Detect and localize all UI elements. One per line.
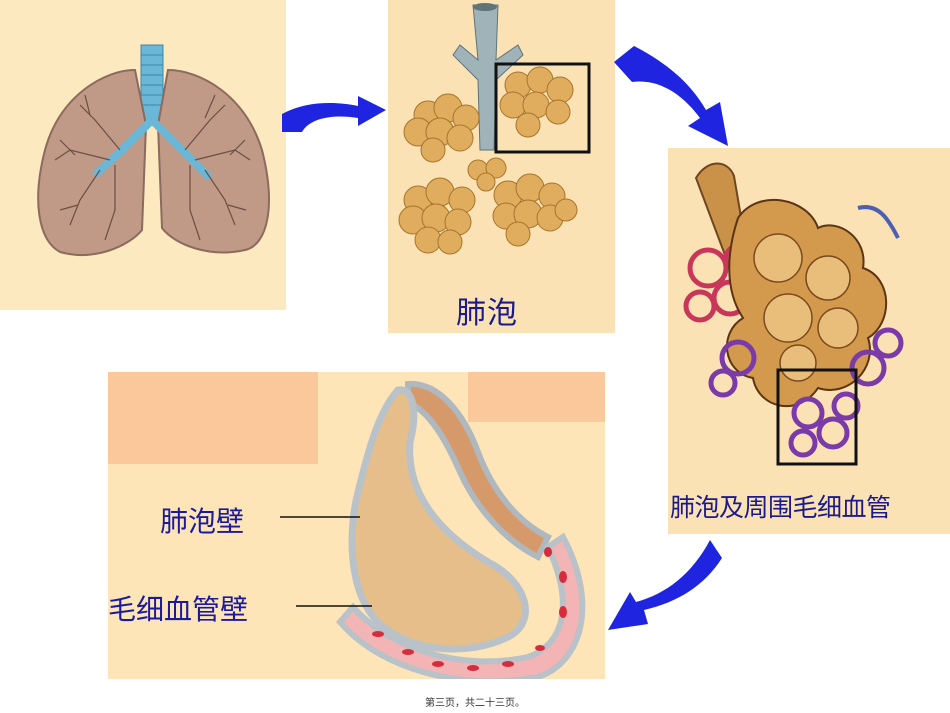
alveolus-capillary-panel: 肺泡及周围毛细血管 (668, 148, 950, 534)
alveolar-wall-diagram (108, 372, 605, 679)
lungs-panel (0, 0, 286, 310)
alveoli-panel: 肺泡 (388, 0, 615, 333)
curved-arrow-icon (282, 96, 386, 132)
lungs-illustration (37, 44, 270, 256)
capillary-caption: 肺泡及周围毛细血管 (670, 493, 891, 522)
alveoli-caption: 肺泡 (456, 296, 518, 331)
alveolar-wall-label: 肺泡壁 (160, 505, 245, 538)
alveolus-capillary-illustration (683, 162, 904, 466)
curved-arrow-icon (608, 540, 722, 630)
alveoli-cluster-illustration (398, 3, 591, 255)
capillary-wall-label: 毛细血管壁 (108, 593, 249, 626)
page-footer: 第三页，共二十三页。 (425, 698, 525, 709)
curved-arrow-icon (614, 46, 728, 146)
alveolar-wall-panel: 肺泡壁 毛细血管壁 (108, 372, 605, 679)
